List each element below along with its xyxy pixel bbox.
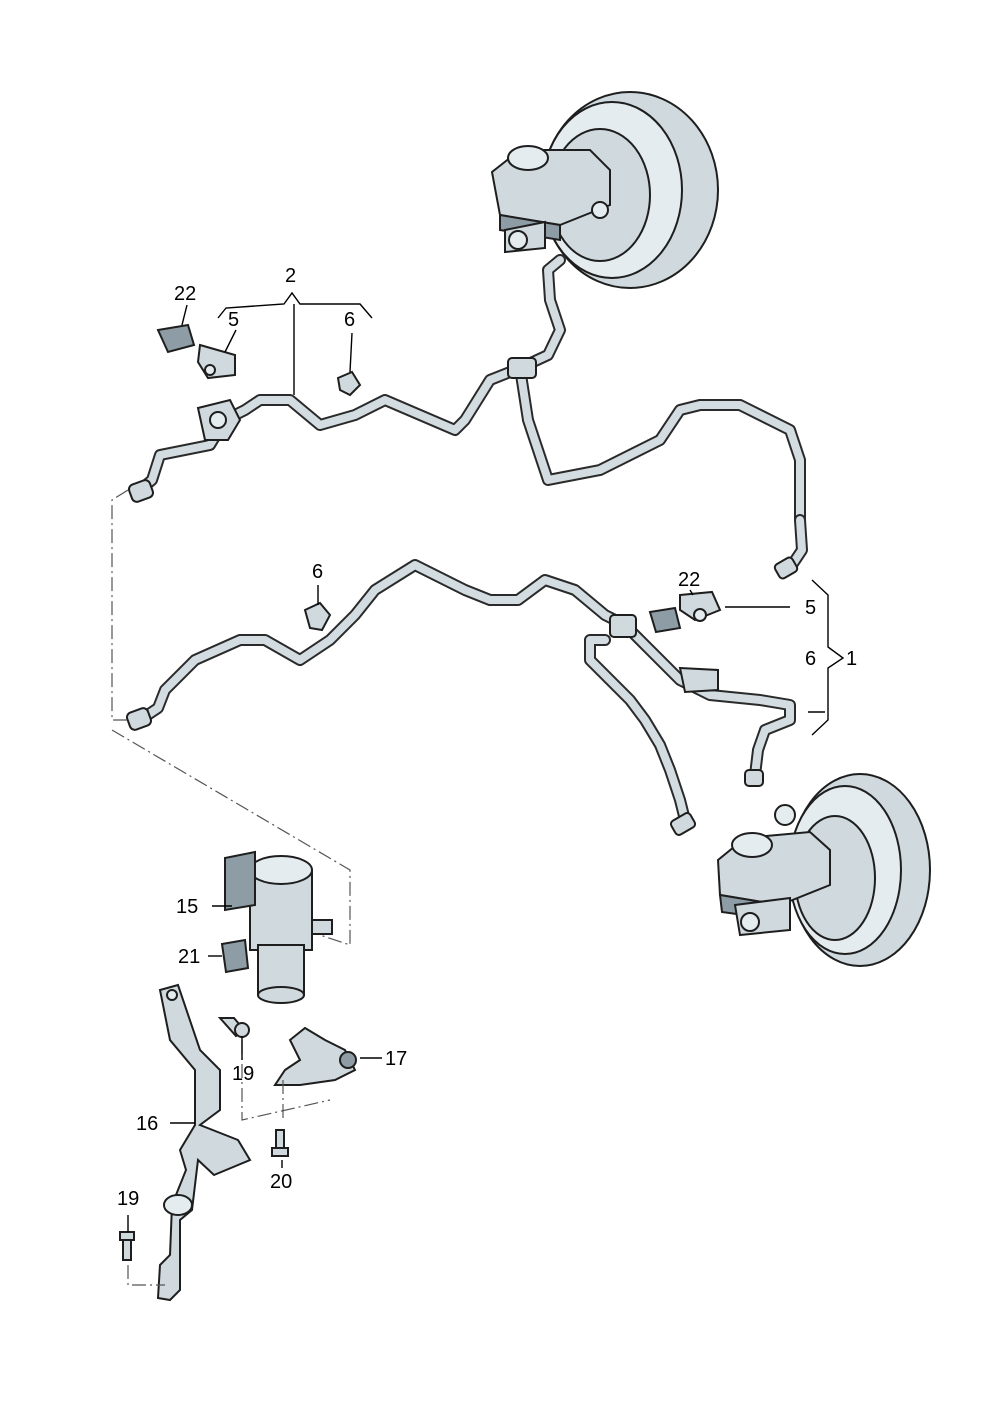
bolt-bottom [119,1231,135,1261]
vacuum-pump [224,850,333,1004]
callout-15: 15 [176,896,198,918]
bolt-top [217,1017,250,1038]
callout-1: 1 [846,648,857,670]
upper-sensor-assembly [196,343,242,441]
callout-19-a: 19 [232,1063,254,1085]
lower-sensor-assembly [678,590,722,694]
reference-lines [111,489,351,1286]
pump-connector-plug [220,938,250,974]
leader-lines [127,291,845,1232]
callout-5-top: 5 [228,309,239,331]
master-cylinder-top [490,145,611,254]
callout-6-right: 6 [805,648,816,670]
upper-connector-plug [156,323,196,354]
callout-labels: 22 2 5 6 6 22 5 6 1 15 21 19 17 16 20 19 [117,265,857,1210]
lower-tee-connector [609,614,637,638]
callout-5-right: 5 [805,597,816,619]
brake-booster-bottom [788,773,931,967]
master-cylinder-bottom [716,804,831,937]
lower-connector-plug [648,606,682,634]
callout-6-top: 6 [344,309,355,331]
callout-16: 16 [136,1113,158,1135]
callout-17: 17 [385,1048,407,1070]
bolt-middle [271,1129,289,1157]
upper-clip [336,370,362,397]
upper-tee-connector [507,357,537,379]
callout-2: 2 [285,265,296,287]
small-bracket [273,1026,357,1086]
callout-22-right: 22 [678,569,700,591]
callout-19-b: 19 [117,1188,139,1210]
callout-20: 20 [270,1171,292,1193]
main-bracket [156,983,252,1302]
lower-clip [303,601,332,632]
callout-21: 21 [178,946,200,968]
callout-6-mid: 6 [312,561,323,583]
callout-22-top: 22 [174,283,196,305]
lower-vacuum-hose [125,559,796,836]
